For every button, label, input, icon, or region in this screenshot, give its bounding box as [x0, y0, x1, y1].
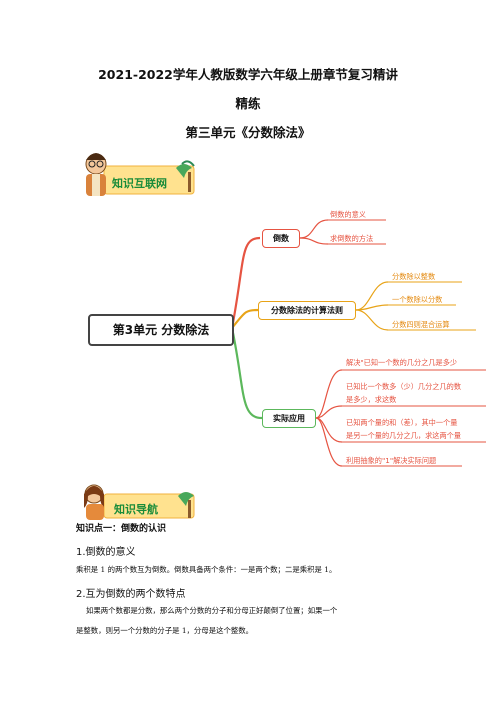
knowledge-point-title: 知识点一：倒数的认识 [76, 524, 167, 534]
document-title-line1: 2021-2022学年人教版数学六年级上册章节复习精讲 [98, 67, 398, 82]
banner-knowledge-network: 知识互联网 [76, 144, 204, 200]
mind-map-connectors [230, 219, 486, 467]
branch-reciprocal: 倒数 [262, 229, 300, 248]
leaf-fraction-by-integer: 分数除以整数 [392, 272, 436, 281]
mind-map: 第3单元 分数除法 倒数 分数除法的计算法则 实际应用 倒数的意义 求倒数的方法… [0, 200, 496, 480]
leaf-application-3a: 已知两个量的和（差），其中一个量 [346, 418, 458, 427]
section-text-2-line1: 如果两个数都是分数，那么两个分数的分子和分母正好颠倒了位置；如果一个 [86, 606, 338, 615]
banner-knowledge-guide: 知识导航 [76, 480, 204, 520]
boy-cartoon-icon [85, 153, 195, 196]
branch-application: 实际应用 [262, 409, 316, 428]
section-text-1: 乘积是 1 的两个数互为倒数。倒数具备两个条件：一是两个数；二是乘积是 1。 [76, 565, 337, 574]
document-title-line2: 精练 [235, 96, 261, 111]
leaf-application-3b: 是另一个量的几分之几，求这两个量 [346, 431, 462, 440]
unit-title: 第三单元《分数除法》 [185, 125, 311, 140]
mindmap-root: 第3单元 分数除法 [88, 314, 234, 346]
leaf-application-2b: 是多少，求这数 [346, 395, 397, 404]
leaf-reciprocal-method: 求倒数的方法 [330, 234, 374, 243]
girl-cartoon-icon [84, 484, 195, 520]
section-heading-2: 2.互为倒数的两个数特点 [76, 589, 186, 600]
banner-label-network: 知识互联网 [112, 177, 167, 190]
leaf-mixed-operations: 分数四则混合运算 [392, 320, 450, 329]
section-heading-1: 1.倒数的意义 [76, 547, 136, 558]
leaf-application-1: 解决"已知一个数的几分之几是多少 [346, 358, 458, 367]
leaf-number-by-fraction: 一个数除以分数 [392, 295, 443, 304]
branch-division-rules: 分数除法的计算法则 [258, 301, 356, 320]
banner-label-guide: 知识导航 [114, 503, 158, 516]
leaf-application-4: 利用抽象的"1"解决实际问题 [346, 456, 437, 465]
leaf-reciprocal-meaning: 倒数的意义 [330, 210, 366, 219]
section-text-2-line2: 是整数，则另一个分数的分子是 1，分母是这个整数。 [76, 626, 254, 635]
leaf-application-2a: 已知比一个数多（少）几分之几的数 [346, 382, 462, 391]
